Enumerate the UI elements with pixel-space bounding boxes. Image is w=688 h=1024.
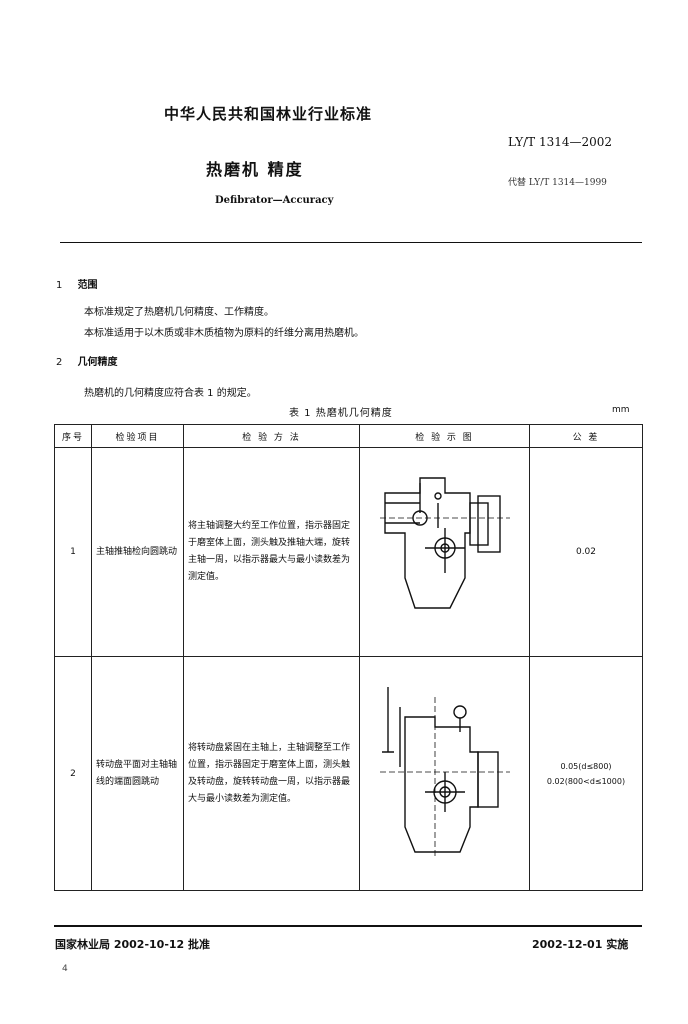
- header-no: 序号: [54, 424, 92, 448]
- header-method: 检 验 方 法: [183, 424, 360, 448]
- standard-code: LY/T 1314—2002: [508, 135, 613, 149]
- section-1-heading: 1 范围: [56, 276, 98, 291]
- row-2-method-cell: 将转动盘紧固在主轴上，主轴调整至工作位置，指示器固定于磨室体上面，测头触及转动盘…: [183, 656, 360, 891]
- approval-note: 国家林业局 2002-10-12 批准: [55, 938, 211, 951]
- table-header-row: 序号 检验项目 检 验 方 法 检 验 示 图 公 差: [54, 424, 643, 448]
- section-2-heading: 2 几何精度: [56, 353, 118, 368]
- section-1-number: 1: [56, 280, 63, 291]
- header-tolerance: 公 差: [529, 424, 643, 448]
- row-1-tolerance: 0.02: [529, 447, 643, 657]
- row-1-method-cell: 将主轴调整大约至工作位置，指示器固定于磨室体上面，测头触及推轴大端，旋转主轴一周…: [183, 447, 360, 657]
- row-2-tolerance-cell: 0.05(d≤800) 0.02(800<d≤1000): [529, 656, 643, 891]
- row-2-diagram-cell: [359, 656, 530, 891]
- section-2-number: 2: [56, 357, 63, 368]
- row-2-method: 将转动盘紧固在主轴上，主轴调整至工作位置，指示器固定于磨室体上面，测头触及转动盘…: [188, 742, 351, 804]
- table-row: 2 转动盘平面对主轴轴线的端面圆跳动 将转动盘紧固在主轴上，主轴调整至工作位置，…: [54, 656, 643, 891]
- table-unit: mm: [612, 405, 630, 415]
- document-title: 热磨机 精度: [206, 160, 304, 179]
- row-2-no: 2: [54, 656, 92, 891]
- geometric-accuracy-table: 序号 检验项目 检 验 方 法 检 验 示 图 公 差 1 主轴推轴检向圆跳动 …: [54, 424, 643, 891]
- section-1-para-1: 本标准规定了热磨机几何精度、工作精度。: [84, 307, 274, 318]
- table-caption: 表 1 热磨机几何精度: [289, 408, 393, 419]
- row-1-no: 1: [54, 447, 92, 657]
- standard-title: 中华人民共和国林业行业标准: [164, 105, 373, 123]
- page-number: 4: [62, 964, 68, 974]
- row-1-diagram-cell: [359, 447, 530, 657]
- header-rule: [60, 242, 642, 243]
- replaces-note: 代替 LY/T 1314—1999: [508, 178, 607, 188]
- section-2-title: 几何精度: [77, 357, 118, 368]
- row-1-item: 主轴推轴检向圆跳动: [96, 546, 178, 557]
- english-title: Defibrator—Accuracy: [215, 195, 334, 206]
- implementation-note: 2002-12-01 实施: [532, 938, 629, 951]
- header-diagram: 检 验 示 图: [359, 424, 530, 448]
- row-2-item-cell: 转动盘平面对主轴轴线的端面圆跳动: [91, 656, 184, 891]
- footer-rule: [54, 925, 642, 927]
- row-1-item-cell: 主轴推轴检向圆跳动: [91, 447, 184, 657]
- face-runout-diagram: [380, 687, 510, 857]
- section-2-para-1: 热磨机的几何精度应符合表 1 的规定。: [84, 388, 257, 399]
- row-2-item: 转动盘平面对主轴轴线的端面圆跳动: [96, 759, 178, 787]
- row-2-tolerance-2: 0.02(800<d≤1000): [546, 776, 626, 786]
- section-1-para-2: 本标准适用于以木质或非木质植物为原料的纤维分离用热磨机。: [84, 328, 364, 339]
- row-1-method: 将主轴调整大约至工作位置，指示器固定于磨室体上面，测头触及推轴大端，旋转主轴一周…: [188, 521, 351, 582]
- radial-runout-diagram: [380, 477, 510, 609]
- header-item: 检验项目: [91, 424, 184, 448]
- table-row: 1 主轴推轴检向圆跳动 将主轴调整大约至工作位置，指示器固定于磨室体上面，测头触…: [54, 447, 643, 657]
- row-2-tolerance-1: 0.05(d≤800): [560, 761, 612, 771]
- section-1-title: 范围: [77, 280, 98, 291]
